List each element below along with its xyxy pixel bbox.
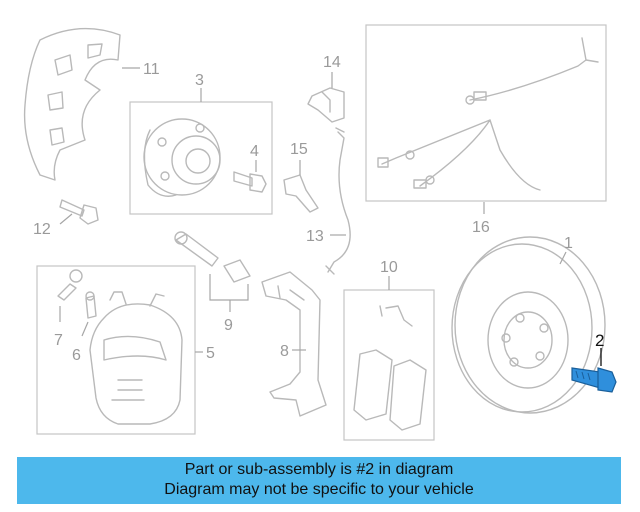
caliper-assembly-box [36, 265, 196, 435]
bolt-12-part [59, 199, 99, 225]
caliper-bracket-part [261, 271, 327, 417]
brake-rotor-part [451, 236, 606, 414]
brake-hose-part [325, 127, 351, 275]
callout-3: 3 [195, 72, 204, 89]
callout-6: 6 [72, 347, 81, 364]
callout-16: 16 [472, 219, 490, 236]
callout-8: 8 [280, 343, 289, 360]
wheel-hub-part [143, 118, 221, 197]
callout-4: 4 [250, 143, 259, 160]
parts-diagram: 11 3 4 12 14 15 13 [23, 24, 617, 441]
bracket-14-part [307, 87, 345, 123]
sensor-15-part [283, 174, 319, 213]
dust-shield-part [23, 27, 121, 181]
callout-5: 5 [206, 345, 215, 362]
callout-14: 14 [323, 54, 341, 71]
brake-caliper-part [89, 291, 183, 425]
guide-pin-part [174, 231, 251, 283]
callout-12: 12 [33, 221, 51, 238]
info-banner: Part or sub-assembly is #2 in diagram Di… [17, 457, 621, 504]
callout-9: 9 [224, 317, 233, 334]
hub-bolt-part [233, 171, 267, 193]
callout-1: 1 [564, 235, 573, 252]
callout-7: 7 [54, 332, 63, 349]
banner-line-1: Part or sub-assembly is #2 in diagram [184, 461, 454, 478]
wiring-harness-box [365, 24, 607, 202]
callout-11: 11 [143, 61, 160, 78]
callout-15: 15 [290, 141, 308, 158]
brake-pads-part [353, 305, 427, 431]
bleeder-cap-part [85, 291, 97, 319]
wiring-harness-part [377, 37, 599, 191]
callout-10: 10 [380, 259, 398, 276]
callout-2: 2 [595, 331, 604, 350]
callout-13: 13 [306, 228, 324, 245]
bleeder-screw-part [57, 269, 83, 301]
highlighted-bolt-part-2 [571, 367, 617, 393]
banner-line-2: Diagram may not be specific to your vehi… [164, 481, 474, 498]
